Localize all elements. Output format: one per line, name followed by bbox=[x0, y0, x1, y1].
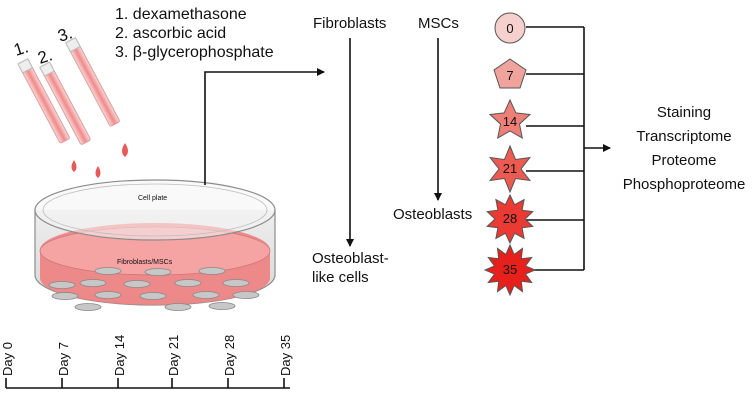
analysis-item: Transcriptome bbox=[636, 128, 731, 145]
timeline-label: Day 35 bbox=[278, 335, 293, 376]
timeline bbox=[5, 378, 290, 389]
pipette-1 bbox=[17, 58, 70, 144]
cell-plate: Cell plate Fibroblasts/MSCs bbox=[34, 179, 276, 311]
mscs-label: MSCs bbox=[418, 15, 459, 32]
timepoint-shape-star bbox=[486, 193, 534, 245]
drop-2 bbox=[95, 166, 101, 178]
plate-to-cells-arrow bbox=[204, 68, 325, 185]
timepoint-day-21: 21 bbox=[488, 144, 532, 194]
timepoint-day-0: 0 bbox=[494, 12, 526, 44]
cell-plate-label: Cell plate bbox=[138, 195, 167, 202]
timepoint-day-14: 14 bbox=[488, 98, 532, 139]
reagent-1: 1. dexamethasone bbox=[115, 6, 247, 23]
timepoint-label: 21 bbox=[503, 161, 517, 176]
osteoblast-like-label-line1: Osteoblast- bbox=[312, 250, 389, 267]
timepoint-shape-pentagon bbox=[493, 58, 527, 89]
timeline-label: Day 21 bbox=[166, 335, 181, 376]
pipette-2 bbox=[39, 61, 91, 145]
timepoint-shape-circle bbox=[494, 12, 526, 44]
cells-label: Fibroblasts/MSCs bbox=[117, 259, 173, 266]
reagent-2: 2. ascorbic acid bbox=[115, 25, 226, 42]
timepoint-label: 28 bbox=[503, 211, 517, 226]
cell-discs bbox=[48, 267, 260, 311]
timepoint-day-35: 35 bbox=[483, 243, 537, 297]
timepoint-shape-star bbox=[488, 98, 532, 139]
timepoint-label: 7 bbox=[506, 68, 513, 83]
timepoint-label: 14 bbox=[503, 114, 517, 129]
osteoblast-like-label-line2: like cells bbox=[312, 269, 369, 286]
timepoint-label: 35 bbox=[503, 262, 517, 277]
pipette-3 bbox=[65, 36, 120, 127]
timepoint-label: 0 bbox=[506, 21, 513, 36]
timepoint-day-28: 28 bbox=[486, 193, 534, 245]
pipette-marker-1: 1. bbox=[11, 37, 30, 59]
osteoblasts-label: Osteoblasts bbox=[393, 206, 472, 223]
timeline-label: Day 28 bbox=[222, 335, 237, 376]
analysis-item: Proteome bbox=[651, 152, 716, 169]
reagent-3: 3. β-glycerophosphate bbox=[115, 44, 274, 61]
fibroblasts-label: Fibroblasts bbox=[313, 15, 386, 32]
analyses-list: Staining Transcriptome Proteome Phosphop… bbox=[623, 104, 746, 193]
drop-1 bbox=[71, 160, 77, 172]
timeline-label: Day 0 bbox=[0, 342, 15, 376]
timeline-label: Day 7 bbox=[56, 342, 71, 376]
timepoint-shape-star bbox=[483, 243, 537, 297]
timeline-label: Day 14 bbox=[112, 335, 127, 376]
analysis-item: Phosphoproteome bbox=[623, 176, 746, 193]
timepoint-bracket bbox=[526, 26, 585, 271]
analysis-item: Staining bbox=[657, 104, 711, 121]
timepoint-day-7: 7 bbox=[493, 58, 527, 89]
drop-3 bbox=[122, 143, 128, 157]
timepoint-shape-star bbox=[488, 144, 532, 194]
